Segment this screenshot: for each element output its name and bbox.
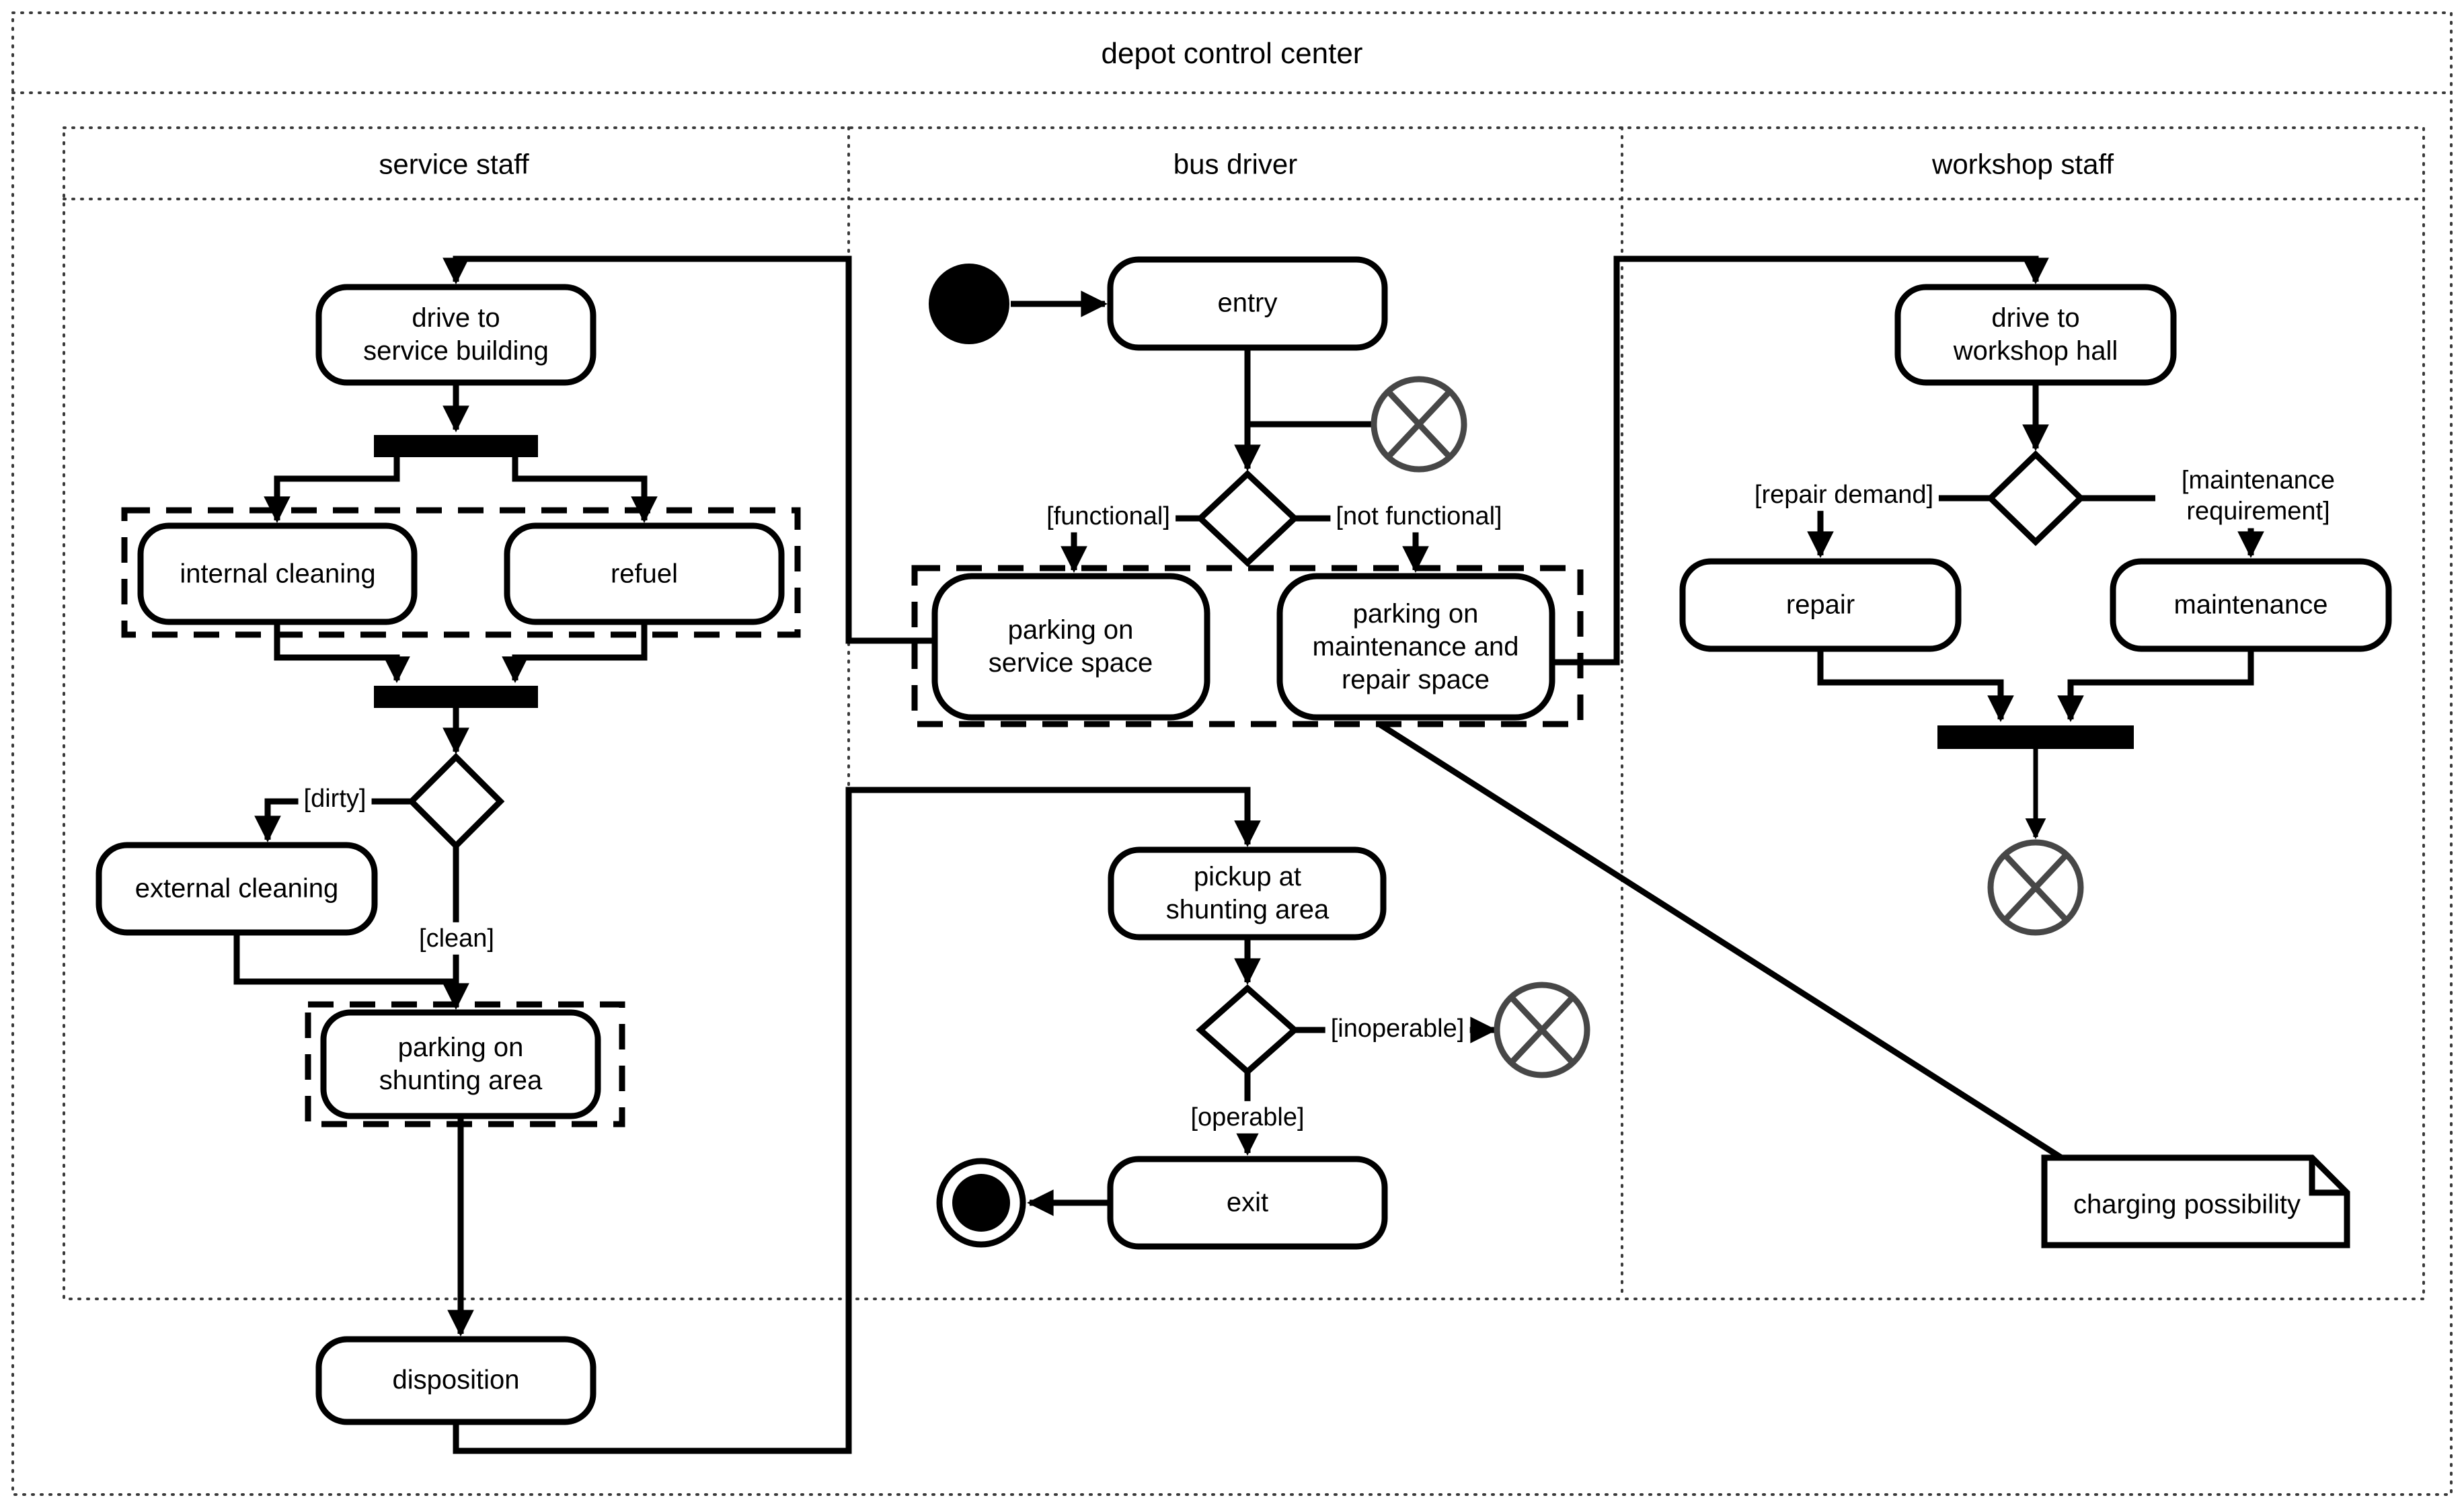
activity-pickup-at-shunting-area xyxy=(1108,846,1387,941)
edge-parking-maintenance-to-drive-workshop xyxy=(1552,255,2049,666)
activity-maintenance xyxy=(2110,558,2392,652)
activity-exit xyxy=(1107,1156,1388,1250)
dashed-region-parking-spaces xyxy=(911,565,1584,727)
activity-entry xyxy=(1107,256,1388,351)
guard-clean: [clean] xyxy=(414,922,500,955)
dashed-region-cleaning-refuel xyxy=(121,507,801,638)
activity-drive-to-workshop-hall xyxy=(1894,284,2177,386)
decision-functional-icon xyxy=(1196,469,1299,567)
join-bar-service xyxy=(374,686,538,708)
label-parking-on-maintenance-and-repair-space: parking on maintenance and repair space xyxy=(1312,598,1519,695)
guard-operable: [operable] xyxy=(1185,1101,1310,1134)
edge-disposition-to-pickup xyxy=(453,787,1261,1454)
edge-maintenance-to-join xyxy=(2057,649,2254,722)
decision-dirty-clean-icon xyxy=(407,752,505,850)
label-external-cleaning: external cleaning xyxy=(134,873,339,904)
label-pickup-at-shunting-area: pickup at shunting area xyxy=(1165,862,1330,924)
guard-functional: [functional] xyxy=(1041,500,1176,533)
activity-repair xyxy=(1679,558,1962,652)
label-maintenance: maintenance xyxy=(2173,590,2328,620)
label-exit: exit xyxy=(1226,1187,1269,1218)
edge-refuel-to-join xyxy=(502,622,648,683)
initial-node-icon xyxy=(929,264,1009,344)
guard-inoperable: [inoperable] xyxy=(1325,1012,1470,1045)
guard-maintenance-requirement: [maintenance requirement] xyxy=(2155,464,2361,528)
label-refuel: refuel xyxy=(610,559,679,589)
dashed-region-parking-shunting xyxy=(305,1001,625,1127)
outer-frame xyxy=(11,11,2453,1496)
join-bar-workshop xyxy=(1937,725,2134,749)
label-internal-cleaning: internal cleaning xyxy=(180,559,376,589)
edge-internal-cleaning-to-join xyxy=(274,622,410,683)
label-drive-to-workshop-hall: drive to workshop hall xyxy=(1953,303,2118,366)
note-text: charging possibility xyxy=(2073,1189,2301,1220)
activity-drive-to-service-building xyxy=(315,284,596,386)
diagram-title: depot control center xyxy=(1101,37,1363,71)
edge-parking-service-to-drive-service xyxy=(442,255,937,644)
label-drive-to-service-building: drive to service building xyxy=(363,303,549,366)
label-entry: entry xyxy=(1217,288,1278,318)
activity-parking-on-shunting-area xyxy=(320,1009,601,1119)
note-shape xyxy=(2041,1154,2350,1248)
activity-disposition xyxy=(315,1336,596,1425)
flow-final-inoperable-icon xyxy=(1494,982,1590,1078)
decision-operable-icon xyxy=(1196,984,1299,1076)
fork-bar-service xyxy=(374,435,538,457)
flow-final-entry-icon xyxy=(1371,376,1467,473)
flow-final-workshop-icon xyxy=(1987,839,2084,936)
note-anchor-line xyxy=(1377,721,2072,1166)
guard-repair-demand: [repair demand] xyxy=(1748,478,1939,512)
lane-title-bus-driver: bus driver xyxy=(1173,148,1298,180)
activity-internal-cleaning xyxy=(137,522,418,625)
label-parking-on-shunting-area: parking on shunting area xyxy=(379,1033,543,1095)
activity-parking-on-service-space xyxy=(931,573,1210,721)
activity-external-cleaning xyxy=(95,842,378,936)
lane-block-frame xyxy=(63,126,2425,1300)
lane-title-workshop-staff: workshop staff xyxy=(1931,148,2114,180)
lane-title-service-staff: service staff xyxy=(379,148,529,180)
activity-parking-on-maintenance-and-repair-space xyxy=(1276,573,1555,721)
decision-repair-maintenance-icon xyxy=(1986,450,2085,547)
edge-fork-to-refuel xyxy=(512,457,658,523)
label-repair: repair xyxy=(1785,590,1855,620)
label-parking-on-service-space: parking on service space xyxy=(988,615,1153,678)
label-disposition: disposition xyxy=(392,1365,520,1395)
activity-refuel xyxy=(504,522,785,625)
guard-not-functional: [not functional] xyxy=(1330,500,1508,533)
guard-dirty: [dirty] xyxy=(298,782,372,816)
edge-external-cleaning-merge xyxy=(233,932,459,985)
activity-final-icon xyxy=(936,1158,1026,1248)
edge-fork-to-internal-cleaning xyxy=(264,457,400,523)
edge-repair-to-join xyxy=(1817,649,2014,722)
